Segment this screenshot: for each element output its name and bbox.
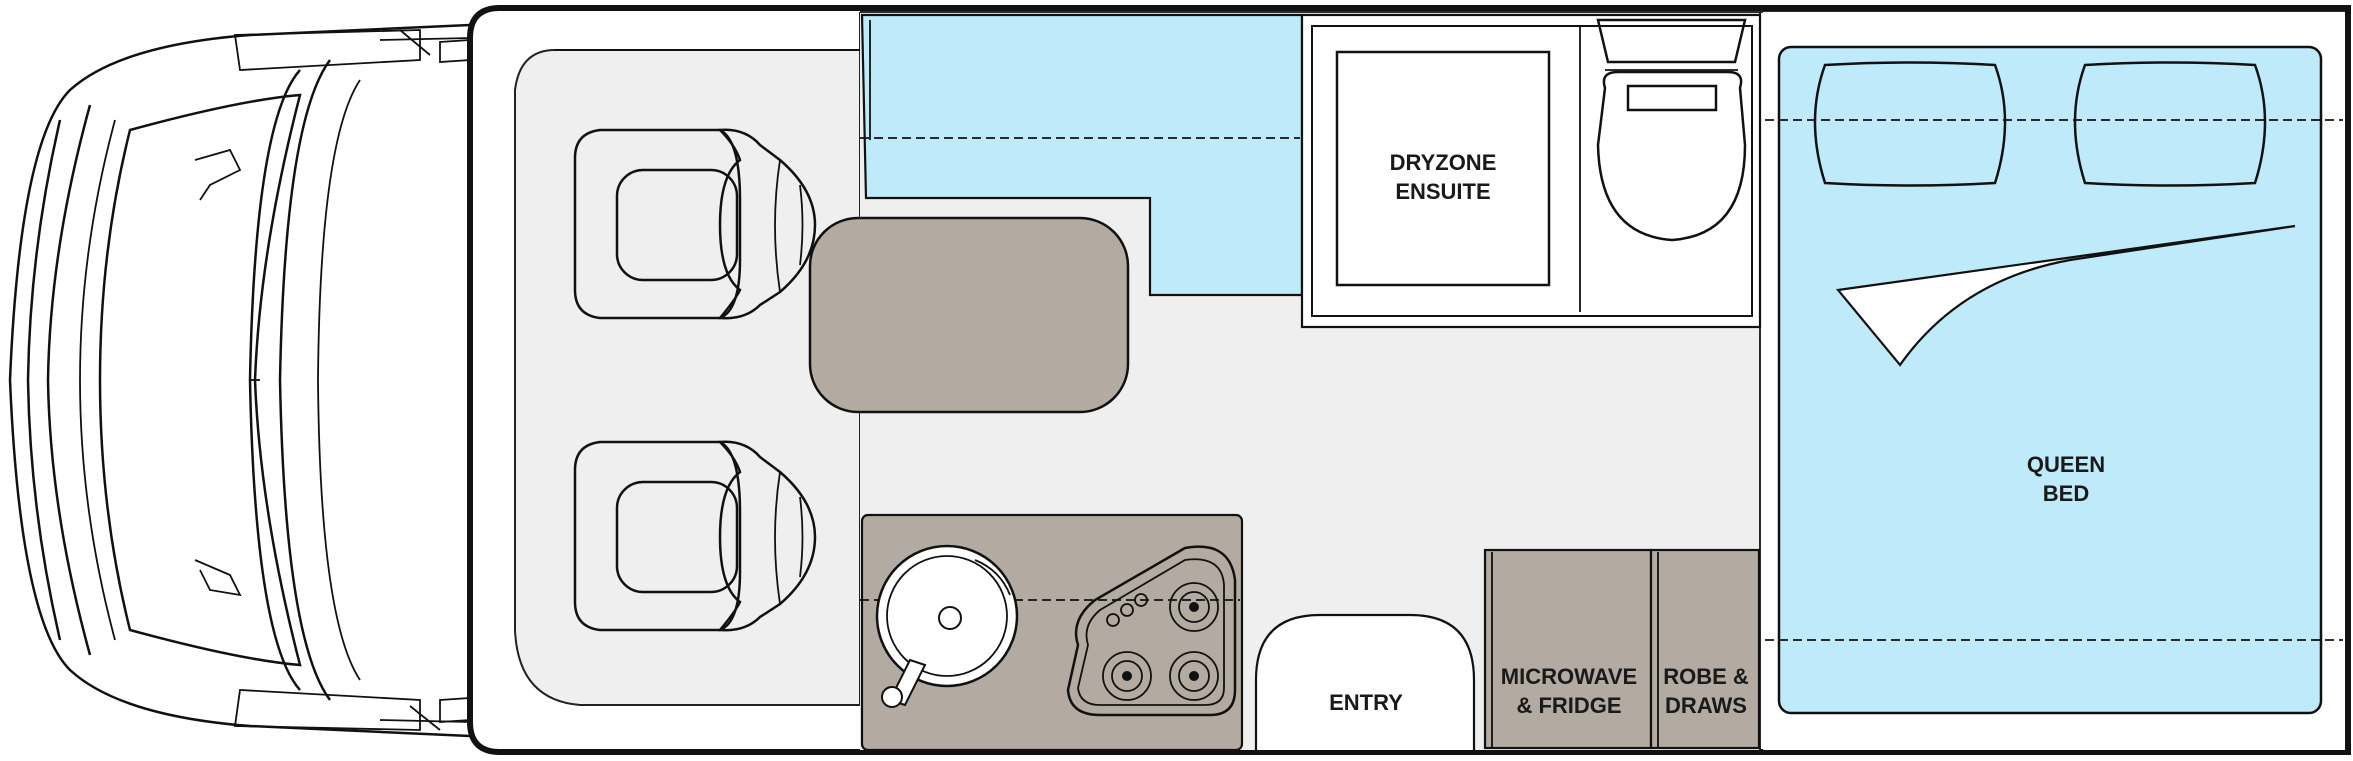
robe-drawers-cabinet: ROBE & DRAWS: [1649, 548, 1761, 750]
microwave-label-line2: & FRIDGE: [1516, 693, 1621, 718]
burner-icon: [1169, 582, 1219, 632]
entry-label: ENTRY: [1329, 690, 1403, 715]
sink-icon: [875, 544, 1019, 708]
bedsheet-fold: [1835, 224, 2296, 367]
toilet-icon: [1596, 18, 1747, 242]
burner-icon: [1169, 651, 1219, 701]
entry-door: ENTRY: [1254, 613, 1476, 750]
pillow-icon: [2073, 61, 2267, 187]
ensuite-room: DRYZONE ENSUITE: [1300, 13, 1762, 329]
ensuite-label-line1: DRYZONE: [1390, 150, 1497, 175]
robe-label-line1: ROBE &: [1663, 664, 1749, 689]
table-icon: [808, 216, 1130, 414]
swivel-seat-icon: [573, 128, 817, 320]
queen-bed: QUEEN BED: [1763, 12, 2345, 750]
floor-area: [514, 12, 861, 706]
pillow-icon: [1813, 61, 2007, 187]
kitchen-bench: [860, 513, 1244, 752]
vehicle-cab-icon: [8, 23, 471, 738]
knob-icon: [1106, 593, 1148, 627]
cooktop-icon: [1066, 545, 1237, 717]
robe-label-line2: DRAWS: [1665, 693, 1747, 718]
ensuite-label-line2: ENSUITE: [1395, 179, 1490, 204]
bed-label-line2: BED: [2043, 481, 2089, 506]
bed-label-line1: QUEEN: [2027, 452, 2105, 477]
microwave-fridge-cabinet: MICROWAVE & FRIDGE: [1483, 548, 1653, 750]
microwave-label-line1: MICROWAVE: [1501, 664, 1637, 689]
swivel-seat-icon: [573, 440, 817, 632]
burner-icon: [1102, 651, 1152, 701]
shower-icon: [1335, 50, 1551, 287]
